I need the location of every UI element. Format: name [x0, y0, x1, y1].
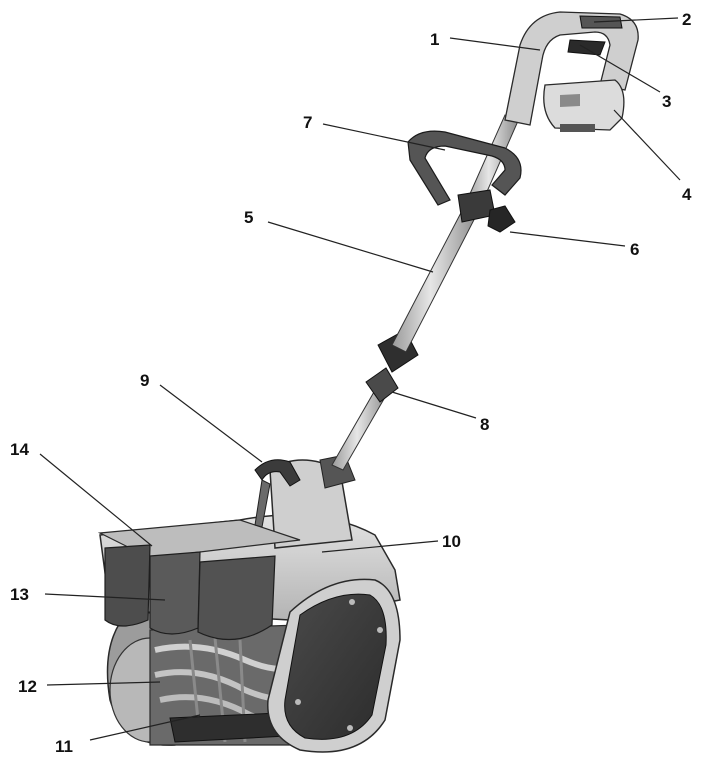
callout-9: 9 [140, 371, 149, 390]
leader-1 [449, 37, 541, 51]
leader-3 [579, 44, 661, 93]
callout-14: 14 [10, 440, 29, 459]
callout-10: 10 [442, 532, 461, 551]
discharge-deflectors [104, 544, 276, 641]
front-handle [254, 459, 301, 528]
leader-6 [509, 231, 626, 247]
leader-7 [322, 123, 446, 151]
callout-2: 2 [682, 10, 691, 29]
callout-11: 11 [55, 737, 73, 756]
leader-10 [321, 540, 439, 553]
leader-5 [267, 221, 434, 273]
callout-7: 7 [303, 113, 312, 132]
leader-8 [391, 391, 477, 419]
handle-lock-knob [457, 189, 516, 233]
callout-4: 4 [682, 185, 692, 204]
callout-5: 5 [244, 208, 253, 227]
leader-11 [89, 714, 201, 741]
leader-lines [39, 17, 681, 741]
callout-1: 1 [430, 30, 439, 49]
leader-9 [159, 384, 263, 463]
leader-12 [46, 681, 161, 686]
right-side-plate [267, 578, 401, 753]
callout-numbers: 1 2 3 4 5 6 7 8 9 10 11 12 13 14 [10, 10, 692, 756]
battery-pack [543, 79, 625, 132]
callout-12: 12 [18, 677, 37, 696]
trigger-switch [567, 39, 606, 56]
leader-4 [613, 109, 681, 181]
callout-13: 13 [10, 585, 29, 604]
leader-14 [39, 453, 153, 547]
leader-13 [44, 593, 166, 601]
callout-6: 6 [630, 240, 639, 259]
leader-2 [593, 17, 679, 23]
callout-3: 3 [662, 92, 671, 111]
auxiliary-handle [407, 130, 522, 206]
callout-8: 8 [480, 415, 489, 434]
